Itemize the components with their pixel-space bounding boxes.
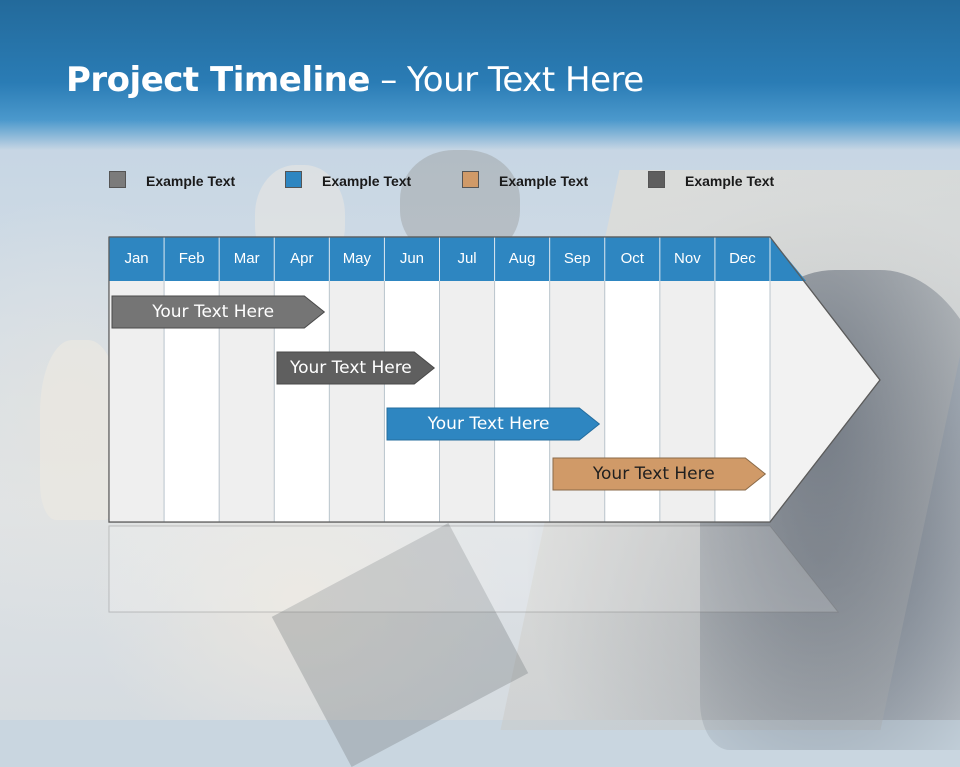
task-bar[interactable]: Your Text Here xyxy=(276,351,436,385)
legend-swatch xyxy=(462,171,479,188)
month-label-mar: Mar xyxy=(233,250,260,267)
month-label-apr: Apr xyxy=(290,250,314,267)
month-column xyxy=(384,281,440,522)
month-label-sep: Sep xyxy=(563,250,591,267)
month-label-may: May xyxy=(342,250,372,267)
legend-swatch xyxy=(285,171,302,188)
month-column xyxy=(329,281,385,522)
month-label-jan: Jan xyxy=(124,250,149,267)
title-band xyxy=(0,0,960,150)
month-label-jun: Jun xyxy=(399,250,425,267)
month-label-oct: Oct xyxy=(620,250,644,267)
legend-swatch xyxy=(109,171,126,188)
task-label: Your Text Here xyxy=(289,358,412,378)
legend-swatch xyxy=(648,171,665,188)
month-label-nov: Nov xyxy=(674,250,701,267)
task-arrow xyxy=(552,457,766,491)
task-bar[interactable]: Your Text Here xyxy=(552,457,766,491)
legend-label: Example Text xyxy=(322,173,412,189)
task-arrow xyxy=(111,295,326,329)
timeline-arrow-outline xyxy=(108,236,881,523)
title-bold-part: Project Timeline xyxy=(66,60,370,100)
timeline-reflection xyxy=(108,525,840,613)
month-column xyxy=(494,281,550,522)
task-label: Your Text Here xyxy=(592,464,715,484)
task-arrow-shape xyxy=(111,295,326,329)
task-arrow-shape xyxy=(552,457,766,491)
task-arrow-shape xyxy=(276,351,436,385)
month-label-aug: Aug xyxy=(508,250,536,267)
month-label-feb: Feb xyxy=(178,250,205,267)
background-statue-left xyxy=(40,340,120,520)
legend-label: Example Text xyxy=(685,173,775,189)
timeline-frame xyxy=(108,236,881,613)
slide-title[interactable]: Project Timeline – Your Text Here xyxy=(66,60,644,100)
month-label-jul: Jul xyxy=(457,250,477,267)
task-bar[interactable]: Your Text Here xyxy=(386,407,601,441)
month-label-dec: Dec xyxy=(729,250,756,267)
task-arrow-shape xyxy=(386,407,601,441)
task-label: Your Text Here xyxy=(427,414,550,434)
task-arrow xyxy=(386,407,601,441)
task-label: Your Text Here xyxy=(152,302,275,322)
legend-label: Example Text xyxy=(499,173,589,189)
month-header-band xyxy=(109,237,806,281)
task-arrow xyxy=(276,351,436,385)
month-column xyxy=(439,281,495,522)
task-bar[interactable]: Your Text Here xyxy=(111,295,326,329)
legend-label: Example Text xyxy=(146,173,236,189)
title-light-part: – Your Text Here xyxy=(369,60,644,100)
